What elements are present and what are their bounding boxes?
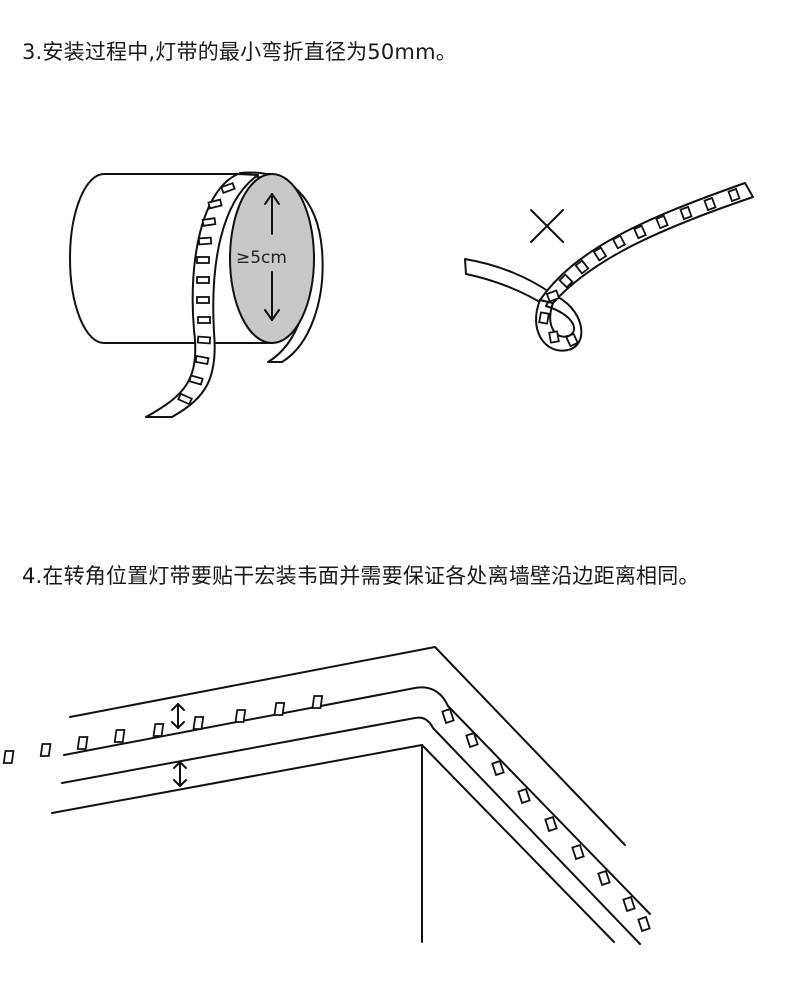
cross-icon xyxy=(530,209,564,243)
corner-install-figure xyxy=(2,646,651,945)
step-4-instruction: 4.在转角位置灯带要贴干宏装韦面并需要保证各处离墙壁沿边距离相同。 xyxy=(22,564,700,588)
led-chips-corner xyxy=(2,695,651,933)
strip-upper-edge xyxy=(63,686,651,915)
spacing-arrow-bottom-icon xyxy=(173,761,187,787)
wrong-bend-figure xyxy=(464,182,754,352)
led-chips-bend xyxy=(538,187,741,348)
diameter-arrow-icon xyxy=(264,193,280,321)
cylinder-end-cap xyxy=(229,173,315,344)
wall-lower-edge xyxy=(51,744,615,943)
spacing-arrow-top-icon xyxy=(171,703,185,729)
cylinder-wrap-figure: ≥5cm xyxy=(69,171,324,418)
diameter-label: ≥5cm xyxy=(236,248,287,268)
step-3-instruction: 3.安装过程中,灯带的最小弯折直径为50mm。 xyxy=(22,40,457,64)
led-chips-front xyxy=(177,181,236,406)
strip-rising xyxy=(539,182,754,304)
strip-lower-edge xyxy=(61,716,641,945)
strip-tail xyxy=(464,258,553,307)
strip-front xyxy=(145,173,259,418)
cylinder-body xyxy=(69,173,273,344)
wall-top-edge xyxy=(69,646,626,846)
